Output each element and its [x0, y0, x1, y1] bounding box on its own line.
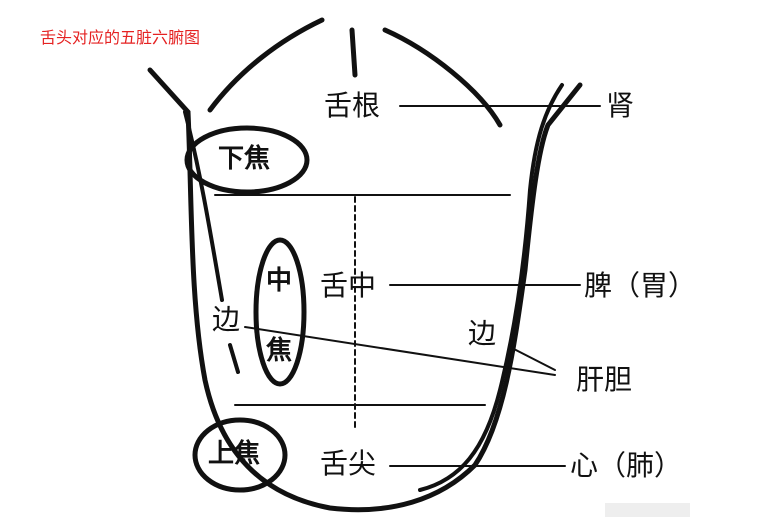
label-tongue-root: 舌根 — [324, 89, 381, 122]
diagram-title: 舌头对应的五脏六腑图 — [40, 28, 201, 47]
inner-right-edge — [418, 83, 564, 492]
tongue-outline — [147, 67, 583, 513]
leader-edge-left — [244, 326, 556, 376]
top-center-line — [349, 27, 358, 78]
organ-kidney: 肾 — [606, 89, 635, 122]
label-edge-right: 边 — [468, 317, 497, 350]
organ-spleen-stomach: 脾（胃） — [584, 269, 697, 302]
label-tongue-tip: 舌尖 — [320, 447, 377, 480]
label-middle-jiao-2: 焦 — [266, 336, 293, 366]
label-edge-left: 边 — [212, 303, 241, 336]
blurred-watermark — [605, 503, 690, 517]
label-lower-jiao: 下焦 — [218, 144, 271, 174]
upper-jiao-oval — [192, 417, 288, 493]
inner-left-edge-2 — [228, 343, 240, 374]
lower-jiao-oval — [184, 125, 310, 195]
middle-jiao-oval — [253, 237, 307, 387]
leader-edge-right — [509, 346, 556, 371]
label-tongue-middle: 舌中 — [320, 269, 377, 302]
organ-heart-lung: 心（肺） — [570, 449, 683, 482]
label-upper-jiao: 上焦 — [208, 439, 261, 469]
inner-left-edge — [183, 110, 224, 302]
top-arc-left — [207, 17, 325, 113]
organ-liver-gallbladder: 肝胆 — [576, 363, 633, 396]
label-middle-jiao-1: 中 — [266, 266, 293, 296]
top-arc-right — [382, 27, 503, 128]
